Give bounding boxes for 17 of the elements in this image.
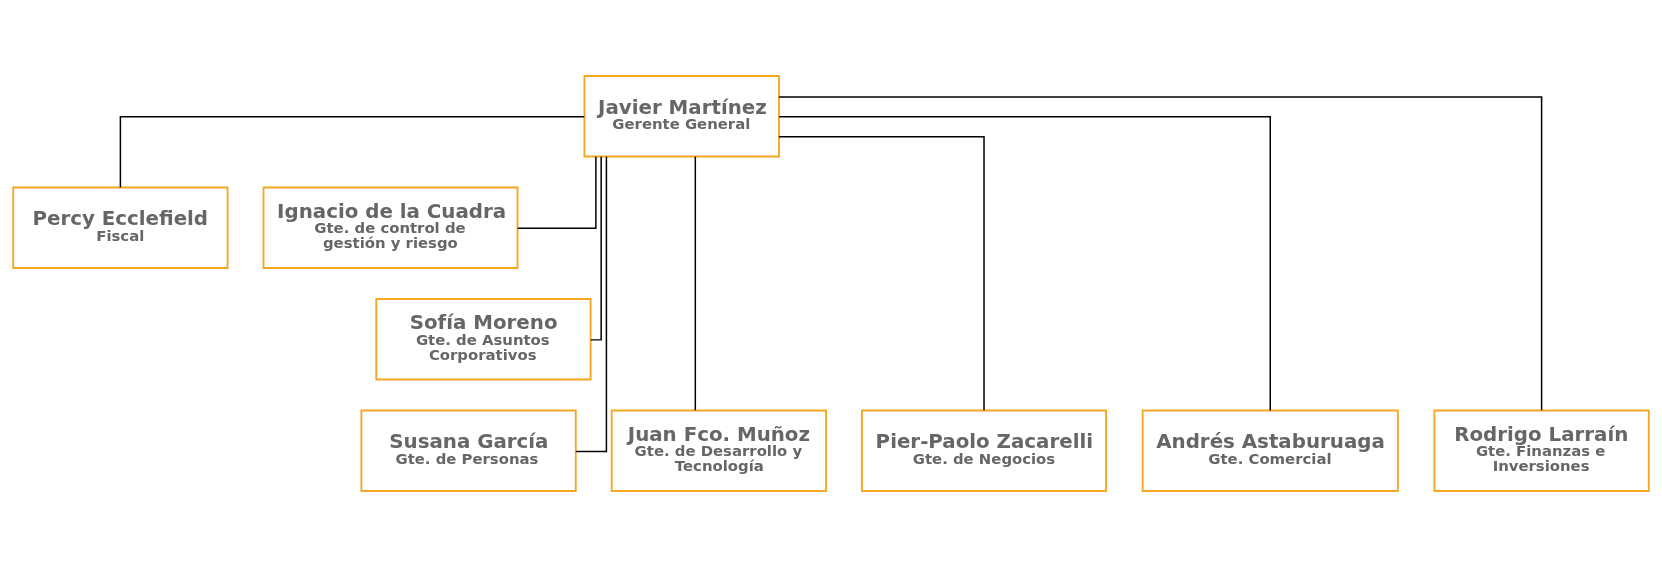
- node-box: Susana García Gte. de Personas: [360, 409, 577, 492]
- node-box: Juan Fco. Muñoz Gte. de Desarrollo y Tecnología: [610, 409, 827, 492]
- connector: [516, 155, 597, 230]
- connector: [575, 155, 608, 453]
- connector: [694, 155, 697, 412]
- node-box: Percy Ecclefield Fiscal: [12, 186, 229, 269]
- node-box: Ignacio de la Cuadra Gte. de control de gestión y riesgo: [262, 186, 519, 269]
- connector: [778, 96, 1543, 411]
- node-box: Andrés Astaburuaga Gte. Comercial: [1141, 409, 1399, 492]
- node-box: Javier Martínez Gerente General: [583, 75, 780, 158]
- connector: [589, 156, 602, 341]
- node-box: Sofía Moreno Gte. de Asuntos Corporativos: [375, 298, 592, 381]
- node-box: Rodrigo Larraín Gte. Finanzas e Inversiones: [1433, 409, 1650, 492]
- node-box: Pier-Paolo Zacarelli Gte. de Negocios: [861, 409, 1107, 492]
- connector: [778, 116, 1271, 412]
- connector: [119, 116, 585, 189]
- connector: [778, 135, 985, 412]
